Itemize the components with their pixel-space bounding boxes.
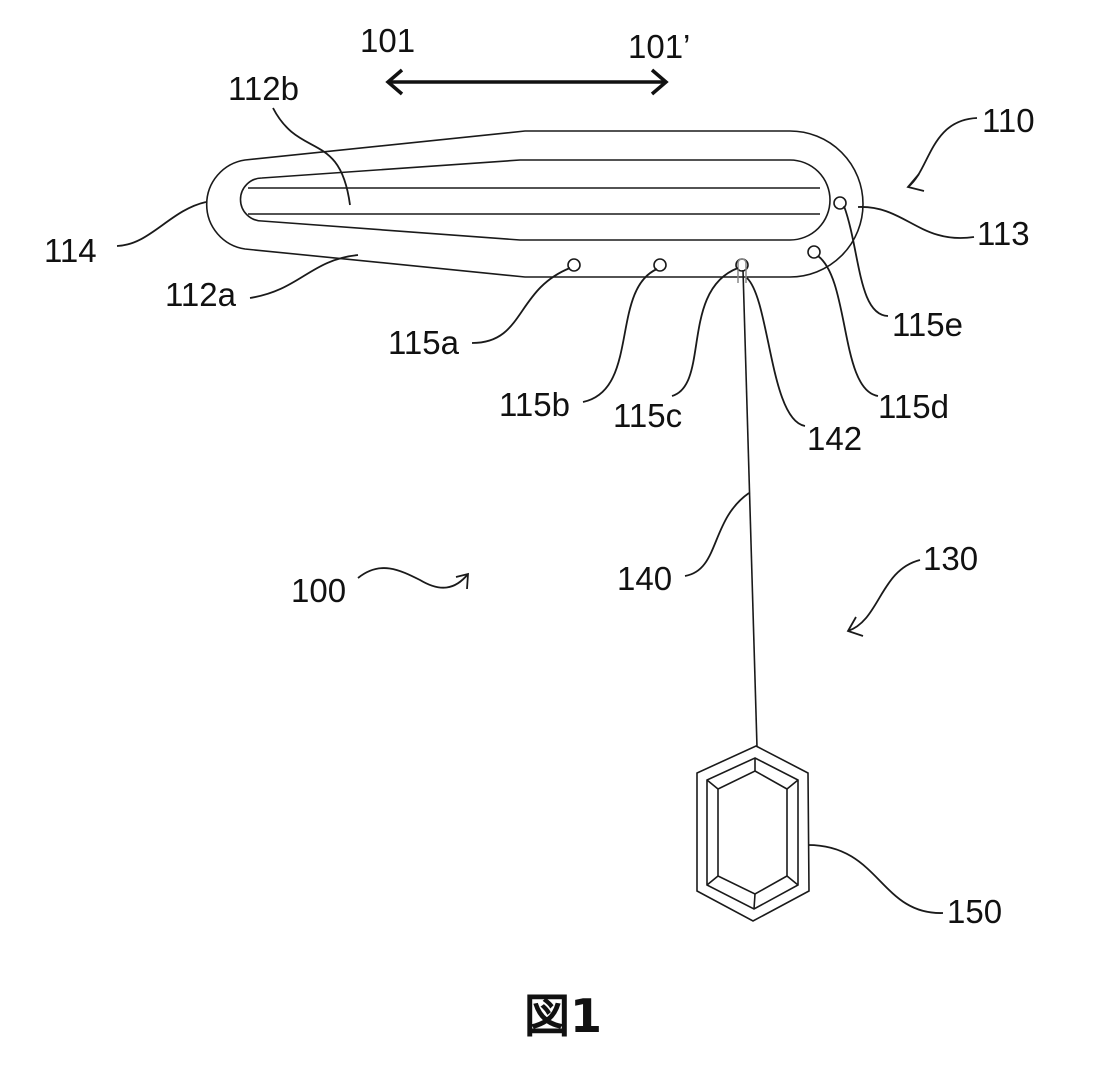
label-142: 142 [807, 420, 862, 457]
label-115c: 115c [613, 397, 682, 434]
leader-115c [671, 267, 739, 397]
hole-115b [653, 258, 667, 272]
lever-body [205, 130, 864, 278]
label-130: 130 [923, 540, 978, 577]
label-115a: 115a [388, 324, 460, 361]
leader-115a [471, 267, 571, 344]
label-112b: 112b [228, 70, 299, 107]
leader-140 [684, 492, 750, 577]
label-110: 110 [982, 102, 1035, 139]
leader-lines [116, 107, 978, 914]
leader-142 [746, 277, 806, 427]
label-101-prime: 101’ [628, 28, 690, 65]
pendant-150 [696, 745, 810, 922]
lever-outer-outline [205, 130, 864, 278]
label-115e: 115e [892, 306, 963, 343]
leader-112a [249, 254, 359, 299]
hole-115e [833, 196, 847, 210]
leader-113 [857, 206, 975, 239]
label-100: 100 [291, 572, 346, 609]
leader-114 [116, 201, 207, 247]
label-150: 150 [947, 893, 1002, 930]
label-112a: 112a [165, 276, 237, 313]
attachment-142 [737, 258, 747, 283]
leader-110 [907, 117, 978, 188]
figure-caption: 図1 [524, 989, 602, 1043]
hole-115d [807, 245, 821, 259]
hole-115a [567, 258, 581, 272]
leader-130 [847, 559, 921, 632]
leader-115d [817, 255, 879, 397]
lever-inner-slot [239, 159, 831, 241]
leader-100-squiggle [357, 567, 469, 589]
label-101: 101 [360, 22, 415, 59]
leader-150 [807, 844, 944, 914]
label-114: 114 [44, 232, 97, 269]
label-115d: 115d [878, 388, 949, 425]
leader-112b [272, 107, 351, 206]
direction-double-arrow [385, 68, 669, 96]
label-113: 113 [977, 215, 1030, 252]
leader-115e [843, 205, 889, 317]
label-140: 140 [617, 560, 672, 597]
label-115b: 115b [499, 386, 570, 423]
leader-115b [582, 268, 658, 403]
string-140 [742, 269, 758, 748]
